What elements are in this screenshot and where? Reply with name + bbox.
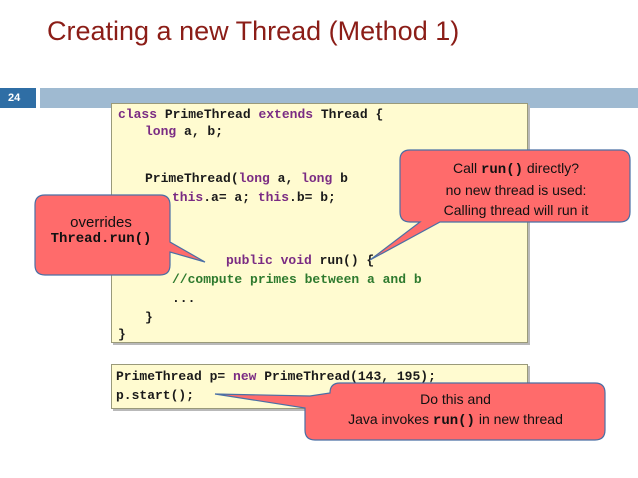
usage-line-1: PrimeThread p= new PrimeThread(143, 195)… <box>116 369 436 384</box>
overrides-callout-text: overrides Thread.run() <box>42 214 160 247</box>
direct-line1: Call run() directly? <box>452 160 580 178</box>
code-line-3: PrimeThread(long a, long b <box>145 171 348 186</box>
direct-line3: Calling thread will run it <box>443 202 589 218</box>
slide-title: Creating a new Thread (Method 1) <box>47 16 460 46</box>
do-this-callout-text: Do this and Java invokes run() in new th… <box>308 389 603 431</box>
slide-number: 24 <box>0 88 36 108</box>
code-line-10: } <box>118 327 126 342</box>
code-line-9: } <box>145 310 153 325</box>
dothis-line1: Do this and <box>420 391 491 407</box>
direct-run-callout-shape <box>369 149 631 261</box>
direct-run-callout-text: Call run() directly? no new thread is us… <box>405 158 627 220</box>
code-line-8: ... <box>172 291 196 306</box>
overrides-line2: Thread.run() <box>50 231 152 247</box>
dothis-line2: Java invokes run() in new thread <box>348 411 563 429</box>
direct-line2: no new thread is used: <box>445 182 587 198</box>
code-line-7-comment: //compute primes between a and b <box>172 272 422 287</box>
do-this-callout-shape <box>214 382 606 441</box>
code-line-2: long a, b; <box>145 124 224 139</box>
code-line-4: this.a= a; this.b= b; <box>172 190 336 205</box>
overrides-line1: overrides <box>70 214 132 231</box>
usage-line-2: p.start(); <box>116 388 195 403</box>
overrides-callout-shape <box>34 194 206 276</box>
code-block-class: class PrimeThread extends Thread { long … <box>111 103 528 343</box>
code-line-1: class PrimeThread extends Thread { <box>118 107 384 122</box>
